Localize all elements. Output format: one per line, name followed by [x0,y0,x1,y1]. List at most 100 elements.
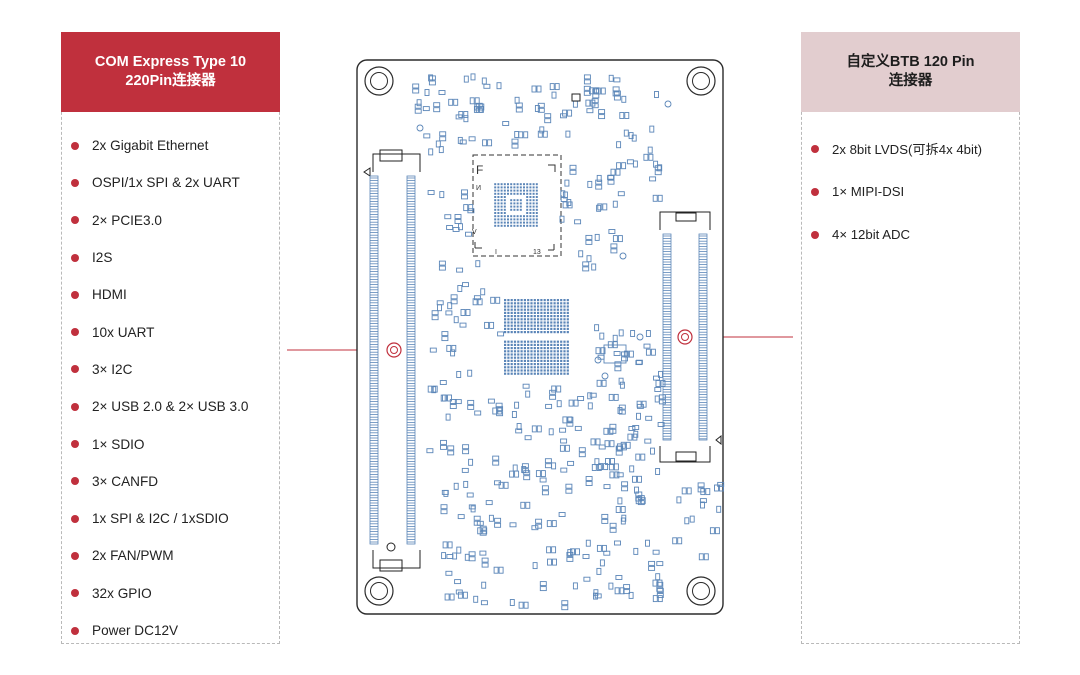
memory-ball [563,315,566,318]
component-pad [544,458,552,464]
soc-ball [497,189,500,192]
memory-ball [546,347,550,350]
feature-label: 10x UART [92,324,155,340]
memory-ball [540,302,543,305]
memory-ball [550,331,553,334]
memory-ball [543,327,546,330]
component-pad [649,176,657,182]
component-pad [567,460,575,466]
component-pad [475,260,481,268]
memory-ball [540,350,543,353]
memory-ball [553,372,556,375]
memory-ball [527,359,530,362]
memory-ball [523,318,526,321]
component-pad [438,260,446,266]
feature-item: 1× SDIO [71,425,279,462]
component-pad [431,310,439,316]
memory-ball [566,311,569,314]
component-pad [656,561,664,567]
soc-ball [532,218,535,221]
component-pad [610,458,615,465]
component-pad [660,380,666,387]
component-pad [582,554,590,559]
via [636,333,644,341]
component-pad [676,496,682,504]
soc-ball [526,189,529,192]
memory-ball [550,340,553,343]
component-pad [546,546,552,554]
memory-ball [533,366,536,369]
feature-item: 4× 12bit ADC [811,213,1019,256]
memory-ball [507,311,510,314]
component-pad [566,556,574,562]
mounting-hole-icon [686,576,716,606]
component-pad [453,316,459,324]
component-pad [424,89,430,96]
component-pad [542,130,548,138]
component-pad [585,239,593,245]
right-feature-list: 2x 8bit LVDS(可拆4x 4bit) 1× MIPI-DSI 4× 1… [811,127,1019,256]
component-pad [672,537,678,545]
memory-ball [553,369,556,372]
component-pad [515,102,523,108]
soc-ball [497,205,500,208]
component-pad [498,481,504,489]
memory-ball [507,363,510,366]
memory-ball [520,347,523,350]
memory-ball [530,315,533,318]
memory-ball [543,356,546,359]
component-pad [603,463,609,471]
memory-ball [566,369,569,372]
component-pad [447,450,455,456]
memory-ball [556,311,559,314]
memory-ball [513,343,517,346]
memory-ball [523,372,526,375]
memory-ball [566,340,569,343]
component-pad [467,399,475,405]
component-pad [578,447,586,453]
memory-ball [520,299,523,302]
memory-ball [510,369,513,372]
memory-ball [553,356,556,359]
soc-ball [526,186,529,189]
component-pad [455,114,463,120]
memory-ball [510,311,513,314]
component-pad [603,427,609,435]
soc-ball [519,189,522,192]
memory-ball [510,347,513,350]
memory-ball [550,347,553,350]
component-pad [414,108,422,114]
memory-ball [504,305,507,308]
component-pad [441,331,449,337]
memory-ball [504,369,507,372]
memory-ball [527,372,530,375]
component-pad [518,131,524,139]
left-connector-marker [386,342,402,358]
soc-ball [535,221,538,224]
memory-ball [517,315,520,318]
component-pad [582,261,590,267]
soc-ball [500,202,503,205]
memory-ball [523,324,526,327]
memory-ball [510,363,513,366]
component-pad [632,160,638,168]
memory-ball [543,321,546,324]
memory-ball [543,331,546,334]
soc-ball [497,221,500,224]
bullet-icon [71,514,79,523]
component-pad [509,470,515,478]
memory-ball [546,372,550,375]
component-pad [454,214,462,219]
feature-item: I2S [71,239,279,276]
memory-ball [527,318,530,321]
soc-ball [535,205,538,208]
memory-ball [563,321,566,324]
memory-ball [540,356,543,359]
component-pad [595,179,603,185]
component-pad [609,440,615,448]
soc-ball [503,199,506,202]
memory-ball [504,366,507,369]
component-pad [615,168,621,176]
component-pad [634,486,639,494]
component-pad [547,558,552,566]
